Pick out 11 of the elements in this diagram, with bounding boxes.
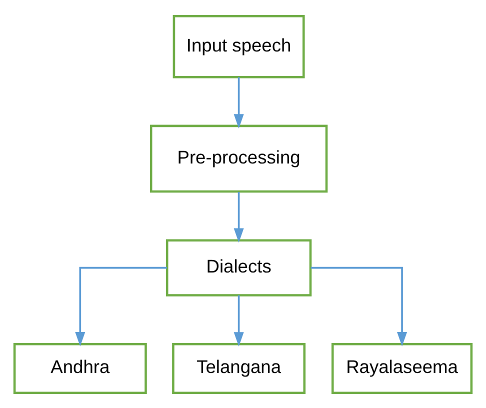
arrow [234, 294, 244, 346]
node-box: Input speech [172, 14, 305, 78]
node-box: Dialects [166, 238, 312, 296]
arrow [234, 76, 244, 128]
node-box: Rayalaseema [331, 342, 473, 394]
arrow [310, 266, 408, 346]
node-box: Pre-processing [150, 124, 328, 192]
arrow [75, 266, 167, 346]
node-box: Andhra [13, 342, 147, 394]
arrow [234, 192, 244, 242]
node-box: Telangana [172, 342, 306, 394]
